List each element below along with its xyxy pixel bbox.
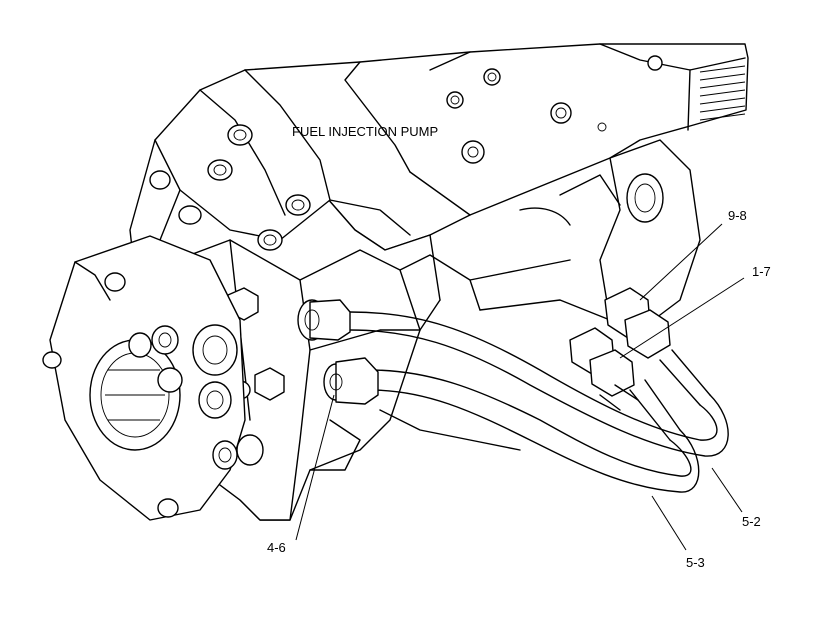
diagram-title: FUEL INJECTION PUMP: [292, 124, 438, 139]
leader-4-6: [295, 394, 335, 541]
housing-screw: [550, 102, 572, 124]
fitting-right: [569, 287, 671, 411]
flange-stud: [236, 434, 264, 466]
leader-lines: [295, 223, 745, 551]
leader-1-7: [619, 277, 745, 359]
callout-5-2: 5-2: [742, 514, 761, 529]
housing-screw: [483, 68, 501, 86]
flange-stud: [157, 498, 179, 518]
fitting-lower: [323, 357, 379, 405]
callout-1-7: 1-7: [752, 264, 771, 279]
leader-5-2: [711, 467, 743, 513]
housing-screw: [446, 91, 464, 109]
upper-housing: [244, 43, 749, 301]
body-nut: [254, 367, 285, 401]
housing-screw: [461, 140, 485, 164]
callout-4-6: 4-6: [267, 540, 286, 555]
flange-stud: [104, 272, 126, 292]
head-bolt: [257, 229, 283, 251]
callout-9-8: 9-8: [728, 208, 747, 223]
head-bolt: [178, 205, 202, 225]
fuel-lines: [297, 287, 729, 493]
leader-5-3: [651, 495, 687, 551]
flange-stud: [212, 440, 238, 470]
head-bolt: [227, 124, 253, 146]
fitting-upper: [297, 299, 351, 341]
front-flange: [42, 235, 264, 521]
head-bolt: [149, 170, 171, 190]
leader-9-8: [639, 223, 723, 301]
head-bolt: [285, 194, 311, 216]
flange-stud: [151, 325, 179, 355]
flange-stud: [128, 332, 152, 358]
side-bracket: [519, 139, 701, 331]
flange-stud: [157, 367, 183, 393]
callout-5-3: 5-3: [686, 555, 705, 570]
housing-screw: [647, 55, 663, 71]
head-bolt: [207, 159, 233, 181]
flange-stud: [42, 351, 62, 369]
